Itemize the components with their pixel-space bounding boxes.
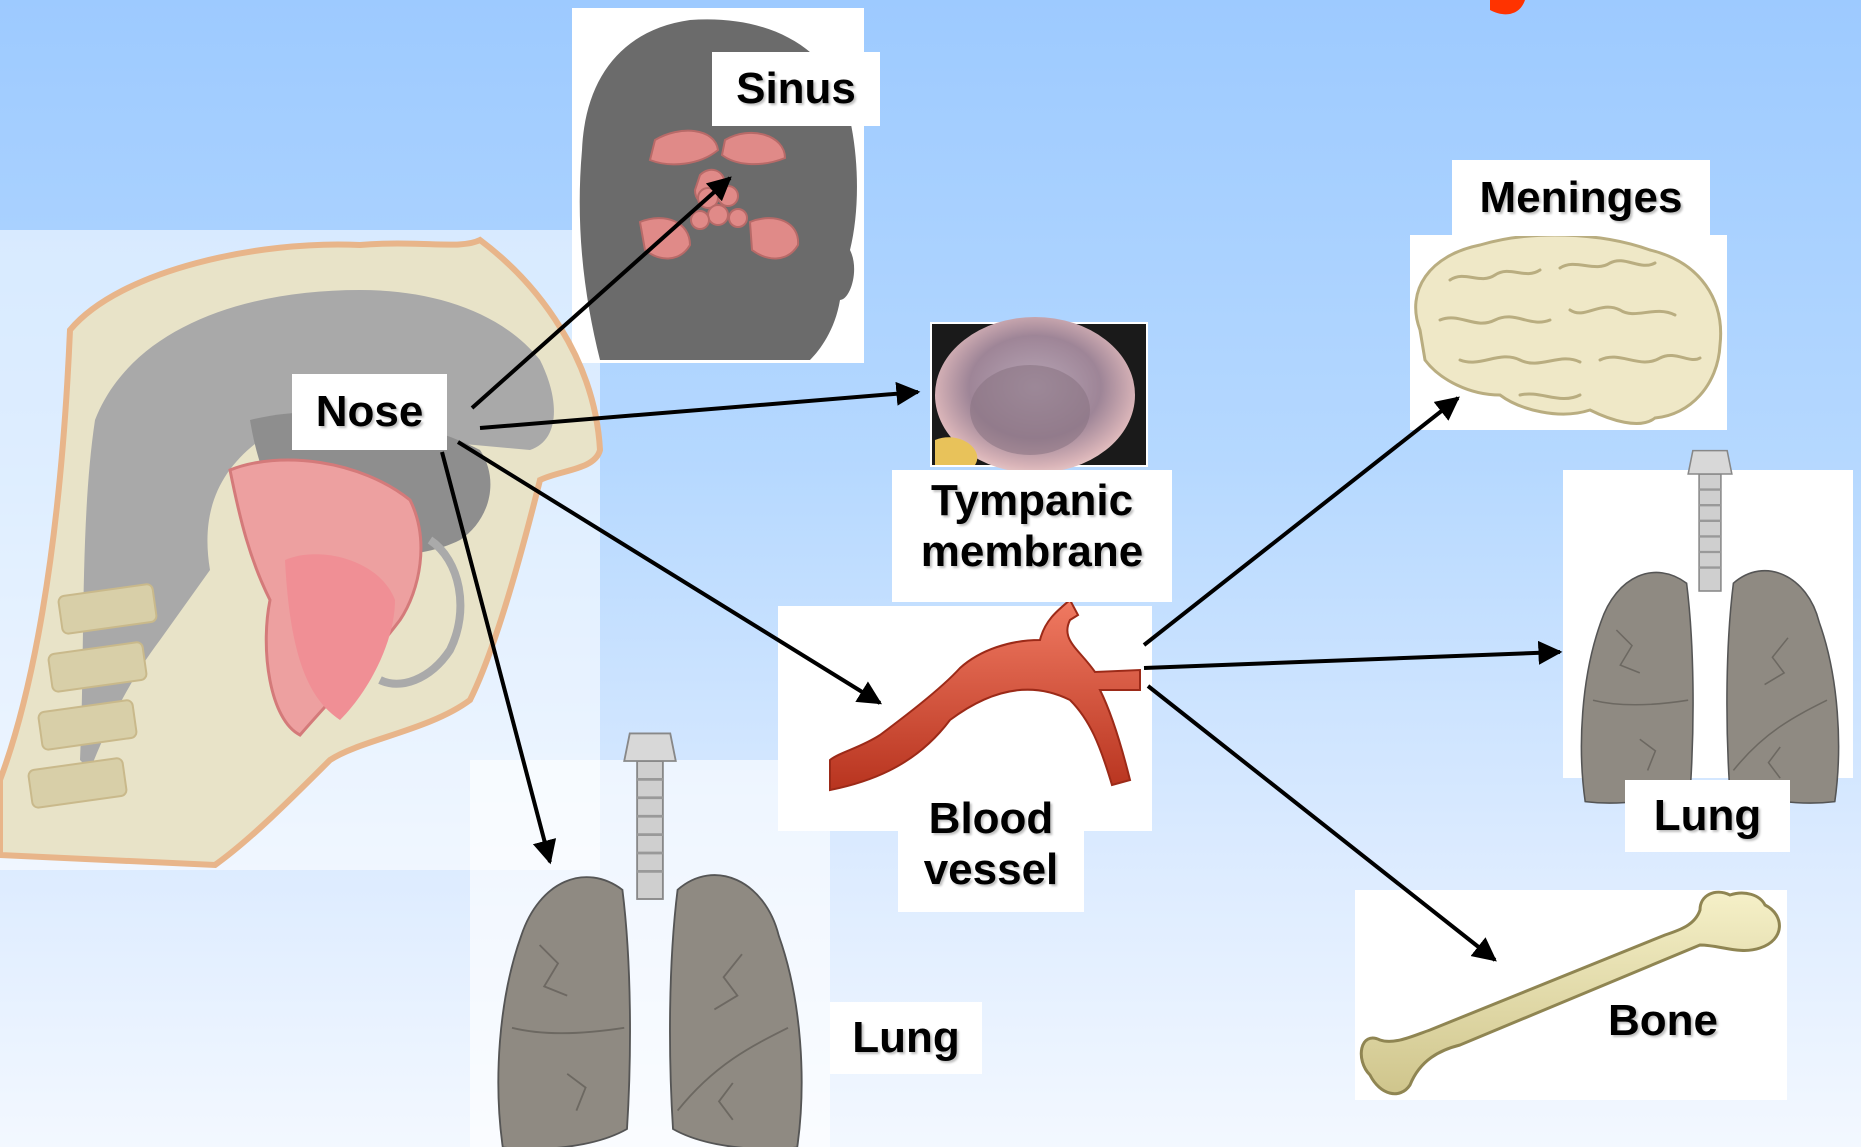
- label-lung-left: Lung: [830, 1002, 982, 1074]
- label-meninges: Meninges: [1452, 160, 1710, 236]
- label-bone: Bone: [1588, 988, 1738, 1054]
- label-blood-vessel: Blood vessel: [898, 786, 1084, 912]
- tympanic-membrane-photo: [932, 317, 1146, 473]
- arrow-vessel-to-bone: [1148, 686, 1495, 960]
- arrow-vessel-to-meninges: [1144, 398, 1458, 645]
- label-tympanic-membrane: Tympanic membrane: [892, 470, 1172, 602]
- label-nose: Nose: [292, 374, 447, 450]
- label-lung-right: Lung: [1625, 780, 1790, 852]
- label-sinus: Sinus: [712, 52, 880, 126]
- corner-accent: [1490, 0, 1525, 14]
- arrow-vessel-to-lung: [1144, 652, 1560, 668]
